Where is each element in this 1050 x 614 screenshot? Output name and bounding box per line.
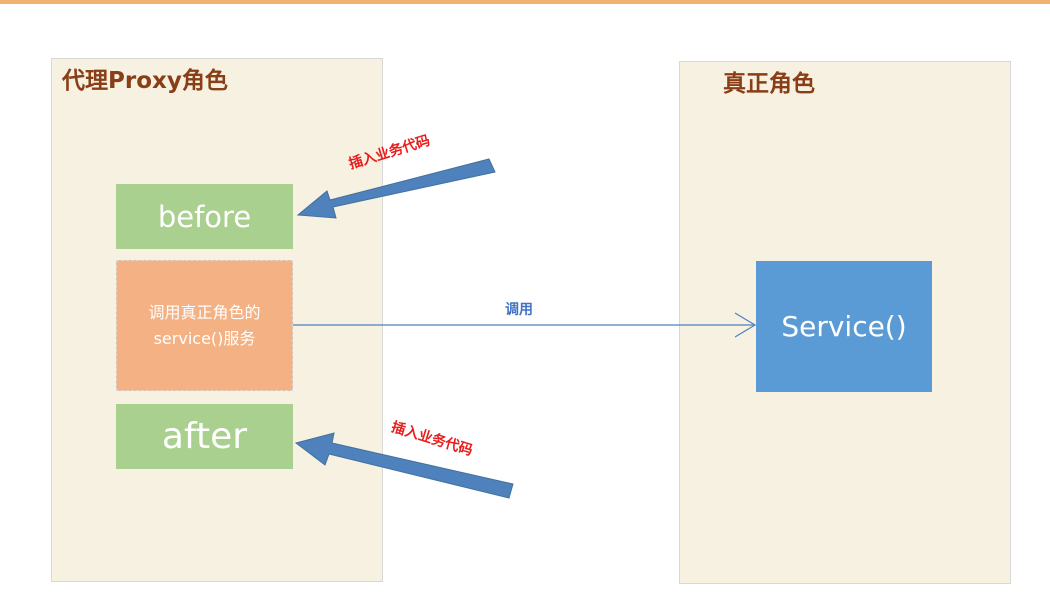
- top-border-line: [0, 0, 1050, 4]
- real-role-title: 真正角色: [723, 71, 815, 97]
- service-label: Service(): [781, 310, 907, 343]
- service-call-line1: 调用真正角色的: [148, 302, 261, 322]
- before-box: before: [116, 184, 293, 249]
- service-box: Service(): [756, 261, 932, 392]
- call-label: 调用: [505, 302, 533, 318]
- call-arrow-head: [734, 312, 757, 338]
- insert-arrow-top: [296, 158, 496, 219]
- insert-arrow-bottom: [294, 432, 514, 499]
- after-label: after: [161, 416, 248, 457]
- proxy-role-title: 代理Proxy角色: [62, 68, 228, 94]
- service-call-line2: service()服务: [153, 328, 256, 348]
- after-box: after: [116, 404, 293, 469]
- service-call-box: 调用真正角色的 service()服务: [116, 260, 293, 391]
- before-label: before: [157, 199, 252, 234]
